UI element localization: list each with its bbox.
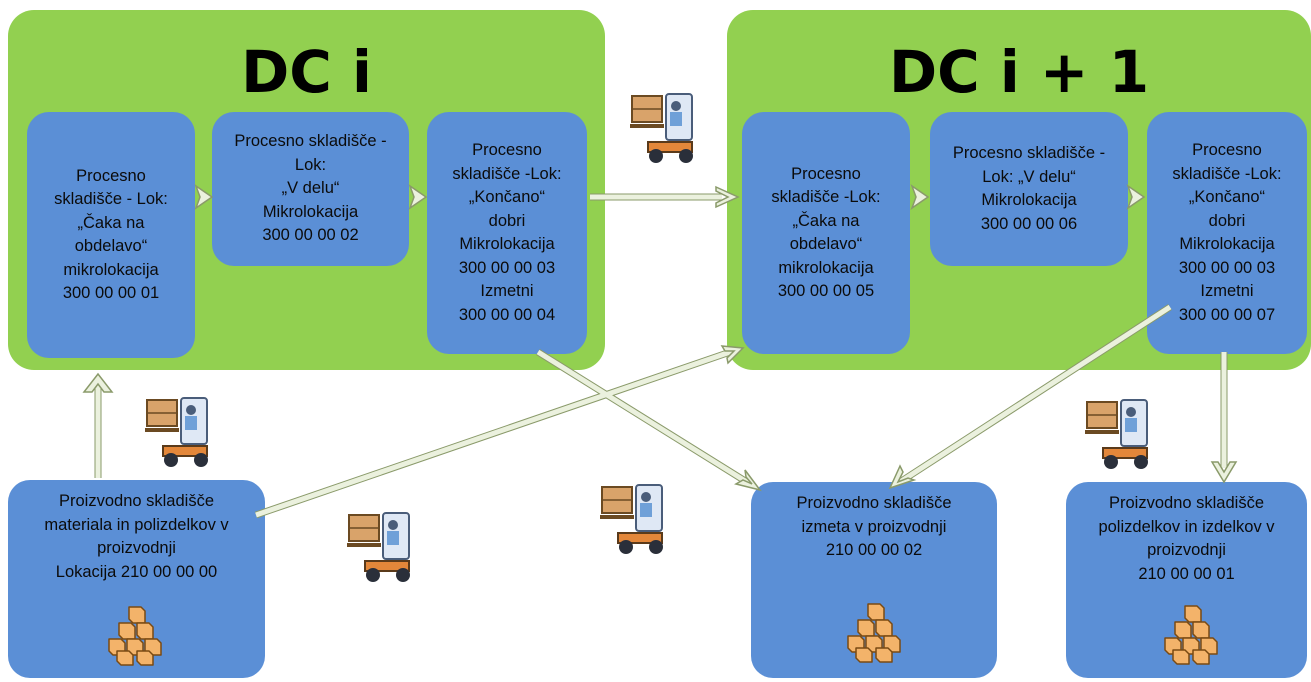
- box-dci-finished: Procesno skladišče -Lok: „Končano“ dobri…: [427, 112, 587, 354]
- box-dci-in-progress: Procesno skladišče - Lok: „V delu“ Mikro…: [212, 112, 409, 266]
- forklift-icon: [1085, 399, 1148, 469]
- boxes-stack-icon: [847, 603, 901, 663]
- box-dci1-waiting: Procesno skladišče -Lok: „Čaka na obdela…: [742, 112, 910, 354]
- box-dci1-finished: Procesno skladišče -Lok: „Končano“ dobri…: [1147, 112, 1307, 354]
- box-label: Procesno skladišče - Lok: „Čaka na obdel…: [54, 166, 168, 303]
- box-label: Proizvodno skladišče materiala in polizd…: [44, 492, 229, 581]
- group-title: DC i: [241, 38, 372, 106]
- box-label: Procesno skladišče -Lok: „Končano“ dobri…: [1172, 141, 1282, 324]
- forklift-icon: [600, 484, 663, 554]
- box-dci-waiting: Procesno skladišče - Lok: „Čaka na obdel…: [27, 112, 195, 358]
- forklift-icon: [145, 397, 208, 467]
- group-title: DC i + 1: [888, 38, 1150, 106]
- box-label: Proizvodno skladišče polizdelkov in izde…: [1098, 494, 1275, 583]
- boxes-stack-icon: [108, 606, 162, 666]
- arrow-head: [82, 372, 114, 393]
- forklift-icon: [347, 512, 410, 582]
- box-label: Procesno skladišče -Lok: „Čaka na obdela…: [771, 164, 881, 301]
- box-label: Procesno skladišče -Lok: „Končano“ dobri…: [452, 141, 562, 324]
- box-label: Procesno skladišče - Lok: „V delu“ Mikro…: [234, 132, 387, 245]
- box-label: Procesno skladišče - Lok: „V delu“ Mikro…: [952, 144, 1106, 233]
- box-label: Proizvodno skladišče izmeta v proizvodnj…: [796, 494, 952, 559]
- forklift-icon: [630, 93, 693, 163]
- boxes-stack-icon: [1164, 605, 1218, 665]
- box-dci1-in-progress: Procesno skladišče - Lok: „V delu“ Mikro…: [930, 112, 1128, 266]
